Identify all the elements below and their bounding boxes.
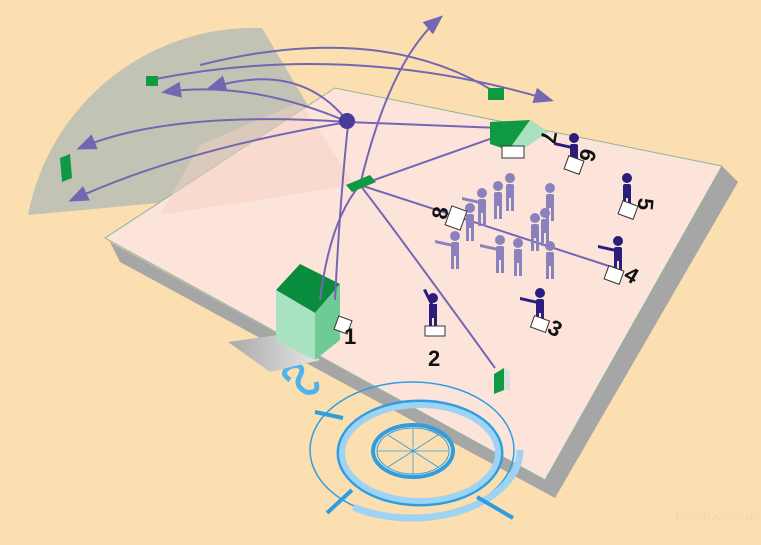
sensor-node xyxy=(339,113,355,129)
small-devices xyxy=(60,76,548,394)
label-5: 5 xyxy=(633,197,659,211)
building xyxy=(228,264,353,372)
label-7: 7 xyxy=(535,129,562,145)
key-figures xyxy=(423,133,632,331)
signal-paths xyxy=(68,15,616,369)
label-8: 8 xyxy=(427,205,454,221)
s-letter-icon xyxy=(282,363,320,395)
figure-plates xyxy=(424,155,639,337)
label-2: 2 xyxy=(428,346,440,371)
watermark: board.com.ua xyxy=(675,508,761,523)
label-1: 1 xyxy=(344,324,356,349)
compass-rose xyxy=(282,363,524,522)
